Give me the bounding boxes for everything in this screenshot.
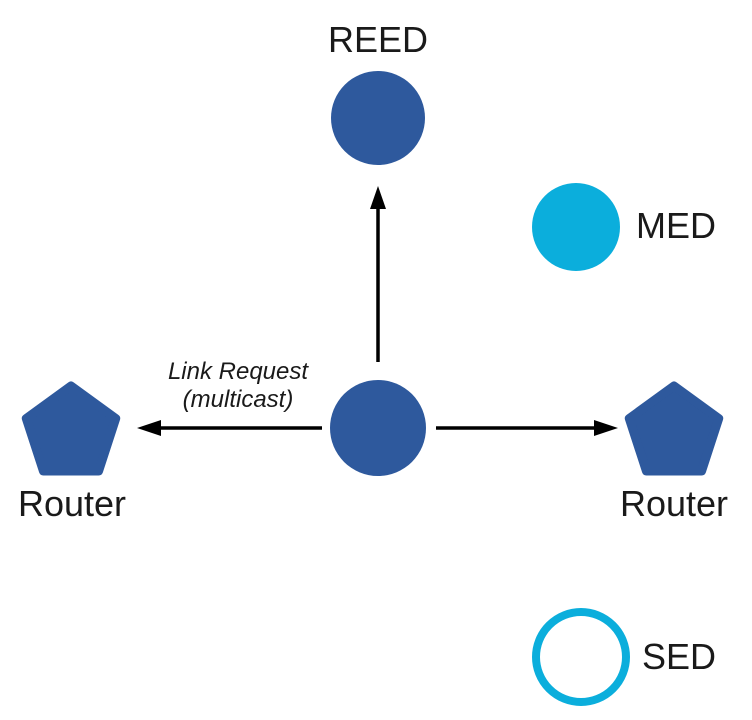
arrow-left-head (137, 420, 161, 436)
link-request-annotation: Link Request (multicast) (168, 358, 308, 414)
link-request-annotation-line1: Link Request (167, 358, 309, 385)
center-device-circle (330, 380, 426, 476)
router-left-label: Router (17, 483, 127, 524)
arrow-right-to-router (436, 420, 618, 436)
arrow-up-head (370, 186, 386, 209)
med-node-label: MED (636, 205, 716, 246)
router-right-label: Router (619, 483, 729, 524)
reed-node-circle (331, 71, 425, 165)
router-left-pentagon (21, 381, 121, 476)
arrow-right-head (594, 420, 618, 436)
router-right-pentagon (624, 381, 724, 476)
link-request-annotation-line2: (multicast) (182, 386, 294, 413)
med-node-circle (532, 183, 620, 271)
arrow-up-to-reed (370, 186, 386, 362)
arrow-left-to-router (137, 420, 322, 436)
reed-node-label: REED (327, 19, 429, 60)
sed-node-circle (532, 608, 630, 706)
sed-node-label: SED (642, 636, 717, 677)
